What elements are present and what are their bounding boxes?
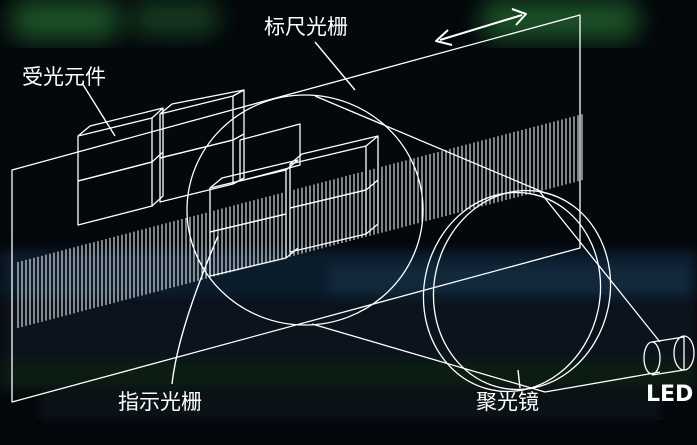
motion-arrow: [435, 8, 527, 46]
magnifier-circle: [186, 94, 424, 326]
index-grating-blocks: [209, 135, 379, 277]
label-scale-grating: 标尺光栅: [264, 15, 348, 39]
label-index-grating: 指示光栅: [118, 390, 202, 414]
label-led: LED: [646, 382, 694, 407]
label-photo-element: 受光元件: [22, 65, 106, 89]
scale-grating-plate: [11, 14, 581, 403]
condenser-lens: [422, 189, 661, 393]
label-condenser-lens: 聚光镜: [476, 390, 539, 414]
leader-lines: [81, 41, 521, 389]
photo-element-boxes: [77, 89, 301, 226]
led-component: [643, 335, 695, 376]
